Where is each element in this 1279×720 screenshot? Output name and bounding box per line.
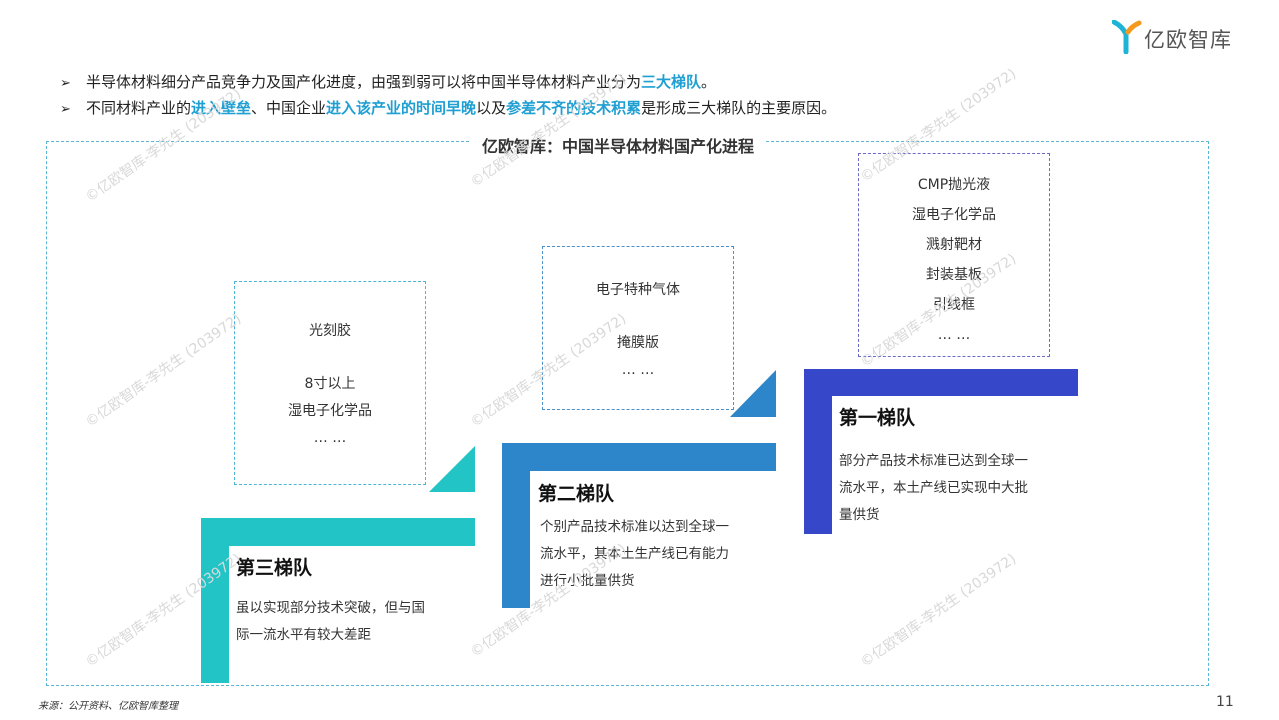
tier3-desc-line: 际一流水平有较大差距 xyxy=(236,627,371,643)
tier1-desc-line: 流水平，本土产线已实现中大批 xyxy=(839,480,1028,496)
tier2-product: 电子特种气体 xyxy=(596,282,680,298)
source-note: 来源：公开资料、亿欧智库整理 xyxy=(38,701,178,712)
bullet-highlight: 进入该产业的时间早晚 xyxy=(326,99,477,117)
tier2-desc-line: 个别产品技术标准以达到全球一 xyxy=(540,519,729,535)
tier3-product: … … xyxy=(313,430,347,446)
key-points: ➢ 半导体材料细分产品竞争力及国产化进度，由强到弱可以将中国半导体材料产业分为三大… xyxy=(60,70,836,122)
tier2-title: 第二梯队 xyxy=(538,483,615,505)
tier2-description: 个别产品技术标准以达到全球一 流水平，其本土生产线已有能力 进行小批量供货 xyxy=(540,514,729,595)
bullet-text: 。 xyxy=(701,73,717,91)
tier3-desc-line: 虽以实现部分技术突破，但与国 xyxy=(236,600,425,616)
tier1-step-shape xyxy=(804,369,1078,534)
tier3-step-shape xyxy=(201,518,475,683)
tier1-product: 湿电子化学品 xyxy=(912,207,996,223)
tier1-description: 部分产品技术标准已达到全球一 流水平，本土产线已实现中大批 量供货 xyxy=(839,448,1028,529)
tier3-description: 虽以实现部分技术突破，但与国 际一流水平有较大差距 xyxy=(236,595,425,649)
tier2-product: … … xyxy=(621,362,655,378)
tier3-product: 光刻胶 xyxy=(309,323,351,339)
bullet-text: 以及 xyxy=(476,99,507,117)
tier1-product: 封装基板 xyxy=(926,267,982,283)
tier1-product: 引线框 xyxy=(933,297,975,313)
tier3-title: 第三梯队 xyxy=(236,557,313,579)
diagram-title: 亿欧智库：中国半导体材料国产化进程 xyxy=(470,133,767,157)
tier1-product: … … xyxy=(937,327,971,343)
brand-logo: 亿欧智库 xyxy=(1112,20,1252,56)
bullet-text: 是形成三大梯队的主要原因。 xyxy=(641,99,837,117)
tier3-product-spacer xyxy=(235,345,425,371)
logo-text: 亿欧智库 xyxy=(1144,28,1232,52)
bullet-highlight: 进入壁垒 xyxy=(191,99,252,117)
tier2-product-box: 电子特种气体 掩膜版 … … xyxy=(542,246,734,410)
bullet-arrow-icon: ➢ xyxy=(60,102,71,117)
tier3-product: 湿电子化学品 xyxy=(288,403,372,419)
tier2-product: 掩膜版 xyxy=(617,335,659,351)
tier3-product-box: 光刻胶 8寸以上 湿电子化学品 … … xyxy=(234,281,426,485)
tier1-desc-line: 部分产品技术标准已达到全球一 xyxy=(839,453,1028,469)
tier3-product: 8寸以上 xyxy=(304,376,356,392)
tier2-desc-line: 流水平，其本土生产线已有能力 xyxy=(540,546,729,562)
tier1-product: 溅射靶材 xyxy=(926,237,982,253)
tier2-corner-triangle xyxy=(730,370,776,417)
tier1-product: CMP抛光液 xyxy=(917,177,991,193)
bullet-text: 半导体材料细分产品竞争力及国产化进度，由强到弱可以将中国半导体材料产业分为 xyxy=(86,73,642,91)
tier2-product-spacer xyxy=(543,304,733,330)
logo-mark-icon xyxy=(1112,20,1142,54)
bullet-text: 、中国企业 xyxy=(251,99,327,117)
bullet-highlight: 参差不齐的技术积累 xyxy=(506,99,642,117)
tier2-desc-line: 进行小批量供货 xyxy=(540,573,635,589)
tier2-step-shape xyxy=(502,443,776,608)
tier1-product-box: CMP抛光液 湿电子化学品 溅射靶材 封装基板 引线框 … … xyxy=(858,153,1050,357)
page-number: 11 xyxy=(1216,694,1234,710)
bullet-highlight: 三大梯队 xyxy=(641,73,702,91)
tier1-title: 第一梯队 xyxy=(839,407,916,429)
bullet-arrow-icon: ➢ xyxy=(60,76,71,91)
tier1-desc-line: 量供货 xyxy=(839,507,880,523)
bullet-line-2: ➢ 不同材料产业的进入壁垒、中国企业进入该产业的时间早晚以及参差不齐的技术积累是形… xyxy=(60,96,836,122)
bullet-line-1: ➢ 半导体材料细分产品竞争力及国产化进度，由强到弱可以将中国半导体材料产业分为三大… xyxy=(60,70,836,96)
bullet-text: 不同材料产业的 xyxy=(86,99,192,117)
tier3-corner-triangle xyxy=(429,446,475,492)
